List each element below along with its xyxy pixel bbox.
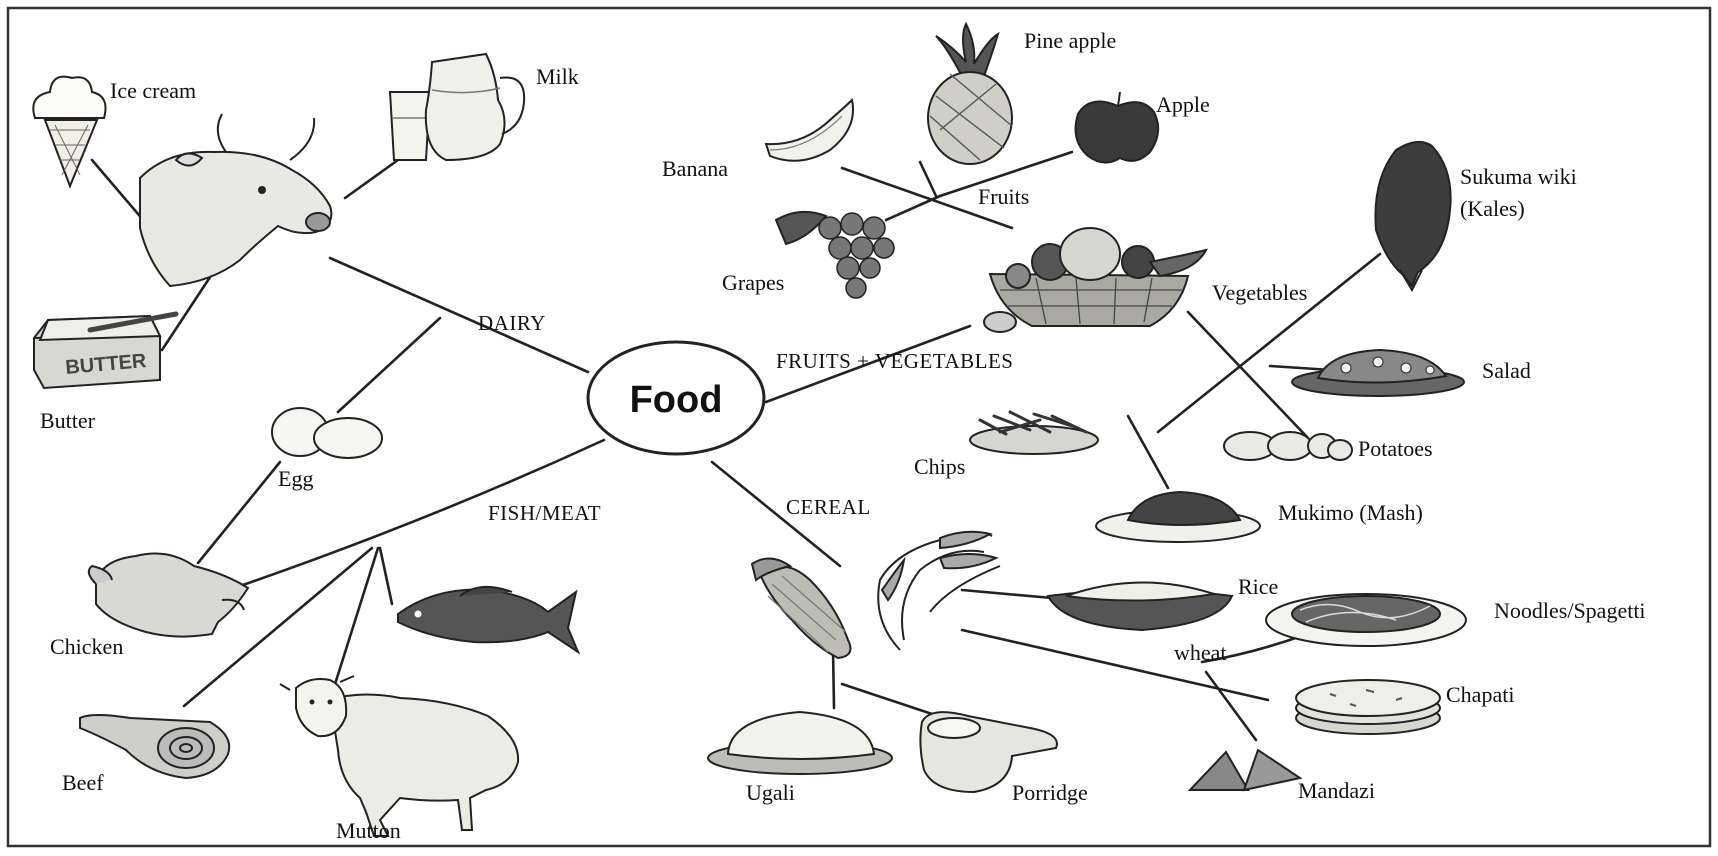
label-mukimo: Mukimo (Mash) xyxy=(1278,500,1423,525)
line-fruits-pineapple xyxy=(920,162,936,196)
fish-picture xyxy=(398,587,578,652)
line-maize-porridge xyxy=(842,684,944,718)
label-mandazi: Mandazi xyxy=(1298,778,1375,803)
noodles-picture xyxy=(1266,594,1466,646)
label-pineapple: Pine apple xyxy=(1024,28,1116,53)
egg-picture xyxy=(272,408,382,458)
label-rice: Rice xyxy=(1238,574,1278,599)
chapati-picture xyxy=(1296,680,1440,734)
label-chicken: Chicken xyxy=(50,634,123,659)
label-porridge: Porridge xyxy=(1012,780,1088,805)
chicken-picture xyxy=(89,554,248,637)
label-milk: Milk xyxy=(536,64,579,89)
grapes-picture xyxy=(776,212,894,298)
line-meat-fish xyxy=(380,548,392,604)
category-fish-meat: FISH/MEAT xyxy=(488,501,601,525)
label-noodles: Noodles/Spagetti xyxy=(1494,598,1646,623)
line-wheat-mandazi xyxy=(1206,672,1256,740)
label-ugali: Ugali xyxy=(746,780,795,805)
vegetable-basket-picture xyxy=(984,228,1206,332)
label-apple: Apple xyxy=(1156,92,1210,117)
label-chips: Chips xyxy=(914,454,965,479)
butter-picture: BUTTER xyxy=(34,314,176,388)
ugali-picture xyxy=(708,712,892,774)
cow-picture xyxy=(140,114,331,286)
maize-picture xyxy=(752,558,850,658)
potatoes-picture xyxy=(1224,432,1352,460)
label-kales-line2: (Kales) xyxy=(1460,196,1525,221)
subgroup-wheat: wheat xyxy=(1174,640,1227,665)
category-fruits-vegetables: FRUITS + VEGETABLES xyxy=(776,349,1013,373)
line-dairy-egg xyxy=(338,318,440,412)
pineapple-picture xyxy=(928,24,1012,164)
subgroup-fruits: Fruits xyxy=(978,184,1029,209)
sheep-picture xyxy=(280,676,518,836)
label-salad: Salad xyxy=(1482,358,1531,383)
ice-cream-picture xyxy=(33,77,105,186)
food-center-label: Food xyxy=(630,379,723,421)
apple-picture xyxy=(1076,92,1159,163)
beef-picture xyxy=(80,715,229,778)
line-maize-ugali xyxy=(833,648,834,708)
label-banana: Banana xyxy=(662,156,728,181)
line-meat-mutton xyxy=(330,548,378,700)
line-chips-mukimo xyxy=(1128,416,1168,488)
mukimo-picture xyxy=(1096,492,1260,542)
label-ice-cream: Ice cream xyxy=(110,78,196,103)
label-mutton: Mutton xyxy=(336,818,401,843)
diagram-frame xyxy=(8,8,1710,846)
label-kales-line1: Sukuma wiki xyxy=(1460,164,1577,189)
line-fruits-grapes xyxy=(886,196,940,220)
chips-picture xyxy=(970,412,1098,454)
label-butter: Butter xyxy=(40,408,96,433)
line-food-dairy xyxy=(330,258,588,372)
milk-picture xyxy=(390,54,524,160)
label-egg: Egg xyxy=(278,466,313,491)
category-cereal: CEREAL xyxy=(786,495,871,519)
line-wheat-rice xyxy=(962,590,1052,598)
mandazi-picture xyxy=(1190,750,1300,790)
line-veg-potatoes xyxy=(1188,312,1308,438)
banana-picture xyxy=(766,100,853,161)
rice-picture xyxy=(1048,582,1232,630)
salad-picture xyxy=(1292,350,1464,396)
line-egg-chicken xyxy=(198,462,280,563)
subgroup-vegetables: Vegetables xyxy=(1212,280,1307,305)
kales-picture xyxy=(1375,142,1450,290)
label-potatoes: Potatoes xyxy=(1358,436,1433,461)
category-dairy: DAIRY xyxy=(478,311,546,335)
label-grapes: Grapes xyxy=(722,270,784,295)
label-chapati: Chapati xyxy=(1446,682,1514,707)
line-cow-milk xyxy=(345,160,398,198)
label-beef: Beef xyxy=(62,770,104,795)
